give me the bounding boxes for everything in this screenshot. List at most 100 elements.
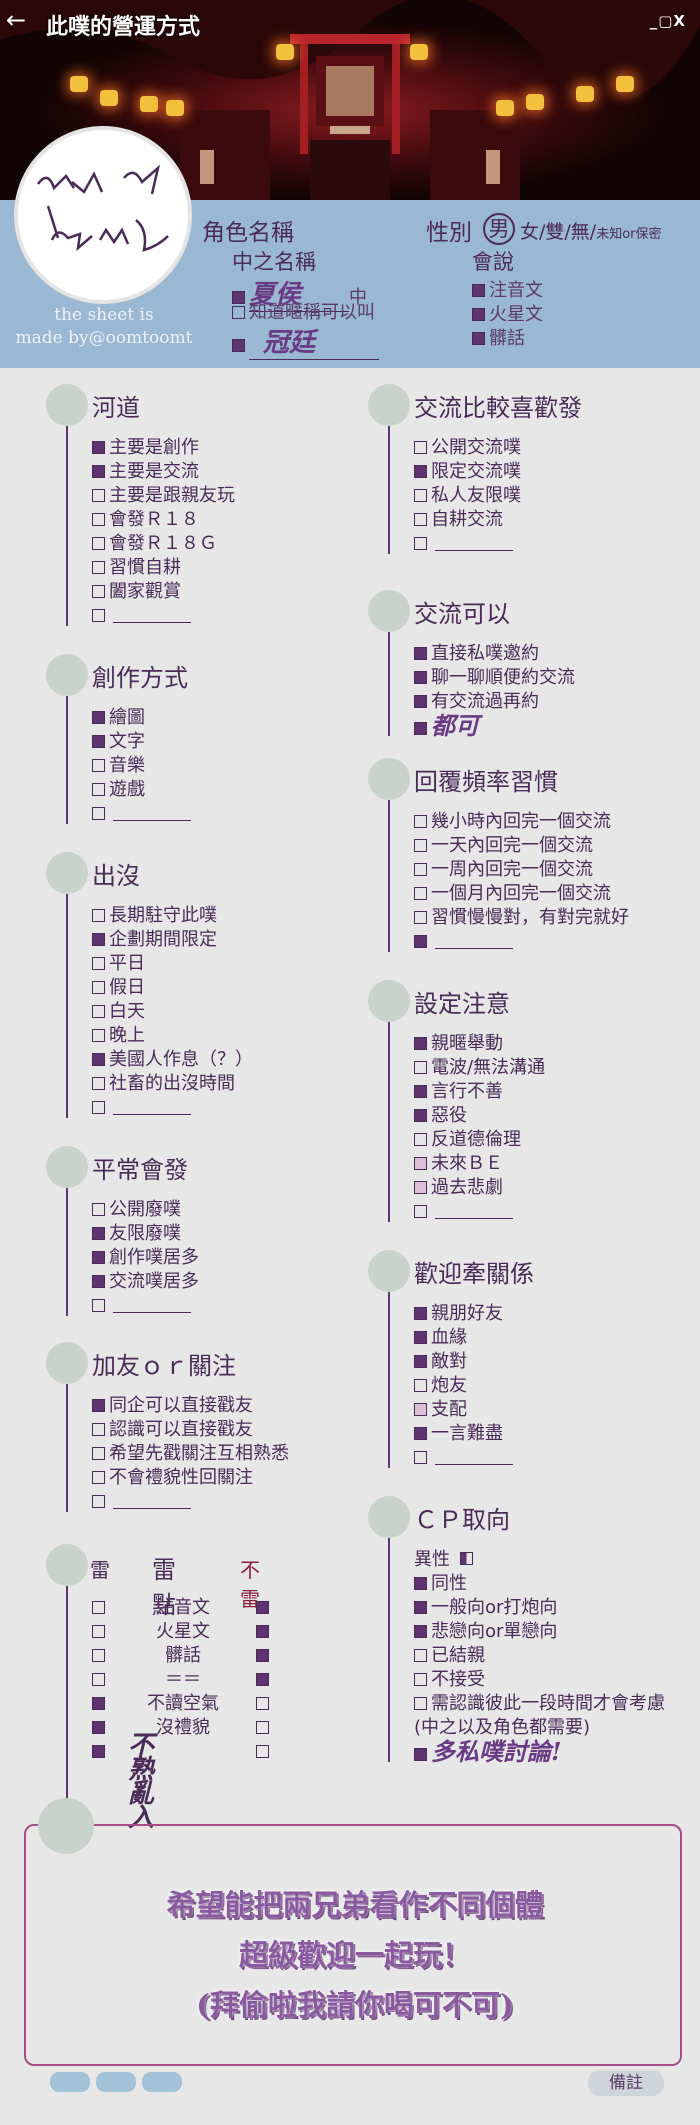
checkbox[interactable] (460, 1552, 473, 1565)
checkbox[interactable] (414, 513, 427, 526)
blank-line[interactable] (435, 1464, 513, 1465)
checkbox[interactable] (92, 711, 105, 724)
checkbox[interactable] (414, 1577, 427, 1590)
checkbox[interactable] (414, 1133, 427, 1146)
blank-line[interactable] (113, 1508, 191, 1509)
checklist-item[interactable] (92, 1294, 199, 1318)
checklist-item[interactable] (414, 930, 629, 954)
checkbox[interactable] (256, 1649, 269, 1662)
checklist-item[interactable]: 友限廢噗 (92, 1222, 199, 1246)
checkbox[interactable] (414, 815, 427, 828)
checklist-item[interactable]: 創作噗居多 (92, 1246, 199, 1270)
checkbox[interactable] (414, 1085, 427, 1098)
checklist-item[interactable]: 過去悲劇 (414, 1176, 545, 1200)
checklist-item[interactable]: 闔家觀賞 (92, 580, 235, 604)
checklist-item[interactable]: 需認識彼此一段時間才會考慮 (414, 1692, 665, 1716)
checklist-item[interactable]: (中之以及角色都需要) (414, 1716, 665, 1740)
blank-line[interactable] (435, 550, 513, 551)
checklist-item[interactable] (414, 1446, 513, 1470)
mine-left-box[interactable] (92, 1644, 109, 1668)
checklist-item[interactable]: 企劃期間限定 (92, 928, 253, 952)
checklist-item[interactable] (414, 1200, 545, 1224)
checkbox-empty[interactable] (232, 306, 245, 319)
mine-right-box[interactable] (256, 1596, 273, 1620)
checklist-item[interactable]: 悲戀向or單戀向 (414, 1620, 665, 1644)
checkbox[interactable] (414, 722, 427, 735)
checkbox[interactable] (414, 1037, 427, 1050)
checklist-item[interactable]: 文字 (92, 730, 191, 754)
checkbox[interactable] (92, 981, 105, 994)
blank-line[interactable] (113, 1114, 191, 1115)
checklist-item[interactable]: 不會禮貌性回關注 (92, 1466, 289, 1490)
checklist-item[interactable]: 主要是交流 (92, 460, 235, 484)
checkbox[interactable] (414, 1427, 427, 1440)
checklist-item[interactable]: 晚上 (92, 1024, 253, 1048)
blank-line[interactable] (435, 1218, 513, 1219)
page-tab-1[interactable] (50, 2072, 90, 2092)
checkbox[interactable] (256, 1697, 269, 1710)
mine-left-box[interactable] (92, 1620, 109, 1644)
checklist-item[interactable] (414, 532, 521, 556)
checkbox[interactable] (414, 1061, 427, 1074)
checkbox[interactable] (414, 695, 427, 708)
mine-left-box[interactable] (92, 1740, 109, 1764)
checklist-item[interactable]: 限定交流噗 (414, 460, 521, 484)
checkbox[interactable] (414, 1331, 427, 1344)
checkbox[interactable] (414, 537, 427, 550)
checkbox[interactable] (92, 759, 105, 772)
checklist-item[interactable]: 同企可以直接戳友 (92, 1394, 289, 1418)
checkbox[interactable] (414, 1625, 427, 1638)
checkbox[interactable] (92, 1203, 105, 1216)
checklist-item[interactable] (92, 802, 191, 826)
checkbox[interactable] (92, 1697, 105, 1710)
checklist-item[interactable]: 言行不善 (414, 1080, 545, 1104)
checkbox[interactable] (414, 1601, 427, 1614)
checklist-item[interactable]: 平日 (92, 952, 253, 976)
checkbox[interactable] (92, 957, 105, 970)
checkbox[interactable] (414, 935, 427, 948)
checkbox[interactable] (92, 1601, 105, 1614)
checklist-item[interactable]: 希望先戳關注互相熟悉 (92, 1442, 289, 1466)
checkbox[interactable] (414, 465, 427, 478)
checklist-item[interactable] (92, 1096, 253, 1120)
checkbox[interactable] (92, 1673, 105, 1686)
mine-left-box[interactable] (92, 1668, 109, 1692)
checkbox[interactable] (414, 441, 427, 454)
checklist-item[interactable]: 美國人作息（？） (92, 1048, 253, 1072)
checklist-item[interactable]: 交流噗居多 (92, 1270, 199, 1294)
checklist-item[interactable]: 不接受 (414, 1668, 665, 1692)
checkbox[interactable] (414, 1748, 427, 1761)
checkbox[interactable] (92, 1029, 105, 1042)
checklist-item[interactable]: 音樂 (92, 754, 191, 778)
checkbox[interactable] (92, 1745, 105, 1758)
mine-right-box[interactable] (256, 1668, 273, 1692)
checkbox[interactable] (92, 1005, 105, 1018)
checkbox[interactable] (92, 735, 105, 748)
checkbox[interactable] (92, 1447, 105, 1460)
checklist-item[interactable]: 認識可以直接戳友 (92, 1418, 289, 1442)
checkbox[interactable] (414, 1157, 427, 1170)
checkbox[interactable] (92, 807, 105, 820)
checkbox-filled[interactable] (232, 339, 245, 352)
checklist-item[interactable]: 反道德倫理 (414, 1128, 545, 1152)
mine-right-box[interactable] (256, 1692, 273, 1716)
checkbox[interactable] (414, 647, 427, 660)
checkbox[interactable] (92, 1251, 105, 1264)
checkbox[interactable] (92, 1299, 105, 1312)
checkbox[interactable] (414, 911, 427, 924)
checkbox[interactable] (92, 441, 105, 454)
checkbox[interactable] (92, 1101, 105, 1114)
checklist-item[interactable]: 敵對 (414, 1350, 513, 1374)
checkbox[interactable] (92, 1495, 105, 1508)
checklist-item[interactable]: 會發Ｒ１８Ｇ (92, 532, 235, 556)
checkbox[interactable] (414, 1451, 427, 1464)
checklist-item[interactable]: 已結親 (414, 1644, 665, 1668)
checklist-item[interactable]: 一天內回完一個交流 (414, 834, 629, 858)
checklist-item[interactable]: 主要是跟親友玩 (92, 484, 235, 508)
mine-right-box[interactable] (256, 1644, 273, 1668)
checkbox[interactable] (256, 1673, 269, 1686)
checkbox[interactable] (92, 561, 105, 574)
mine-right-box[interactable] (256, 1716, 273, 1740)
checklist-item[interactable]: 繪圖 (92, 706, 191, 730)
checkbox[interactable] (414, 671, 427, 684)
